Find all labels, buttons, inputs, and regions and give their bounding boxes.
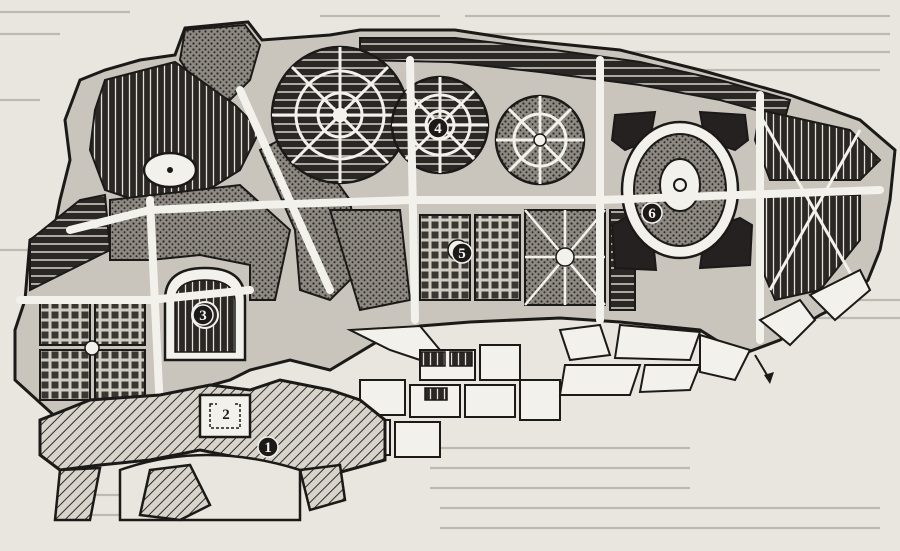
- label-3: 3: [192, 304, 214, 326]
- main-alleys: [16, 56, 884, 414]
- radial-garden-4a: [270, 45, 410, 185]
- label-6-text: 6: [648, 206, 656, 222]
- label-6: 6: [641, 202, 663, 224]
- label-2: 2: [217, 403, 235, 423]
- label-4-text: 4: [434, 121, 442, 137]
- label-5-text: 5: [458, 246, 466, 262]
- label-2-text: 2: [222, 407, 230, 423]
- direction-arrow: [754, 354, 774, 384]
- label-4: 4: [427, 117, 449, 139]
- palace-west-pavilion: [53, 466, 102, 522]
- sw-parterre-4: [94, 349, 146, 401]
- radial-garden-star: [494, 94, 586, 186]
- town-block-hatching: [419, 351, 473, 401]
- sw-parterre-2: [94, 299, 146, 346]
- central-bosquet-c: [328, 209, 412, 312]
- label-3-text: 3: [199, 308, 207, 324]
- label-5: 5: [451, 242, 473, 264]
- palace-southeast-wing: [298, 463, 347, 512]
- palace-south-wing: [138, 463, 212, 522]
- parterre-5b: [474, 214, 521, 301]
- sw-parterre-3: [39, 349, 91, 401]
- map-labels: 1 2 3 4 5 6: [192, 117, 663, 458]
- oval-basin-6: [620, 120, 740, 260]
- palace-complex: [38, 378, 387, 522]
- label-1: 1: [257, 436, 279, 458]
- label-1-text: 1: [264, 440, 272, 456]
- parterre-5-star: [524, 209, 606, 306]
- sw-parterre-1: [39, 299, 91, 346]
